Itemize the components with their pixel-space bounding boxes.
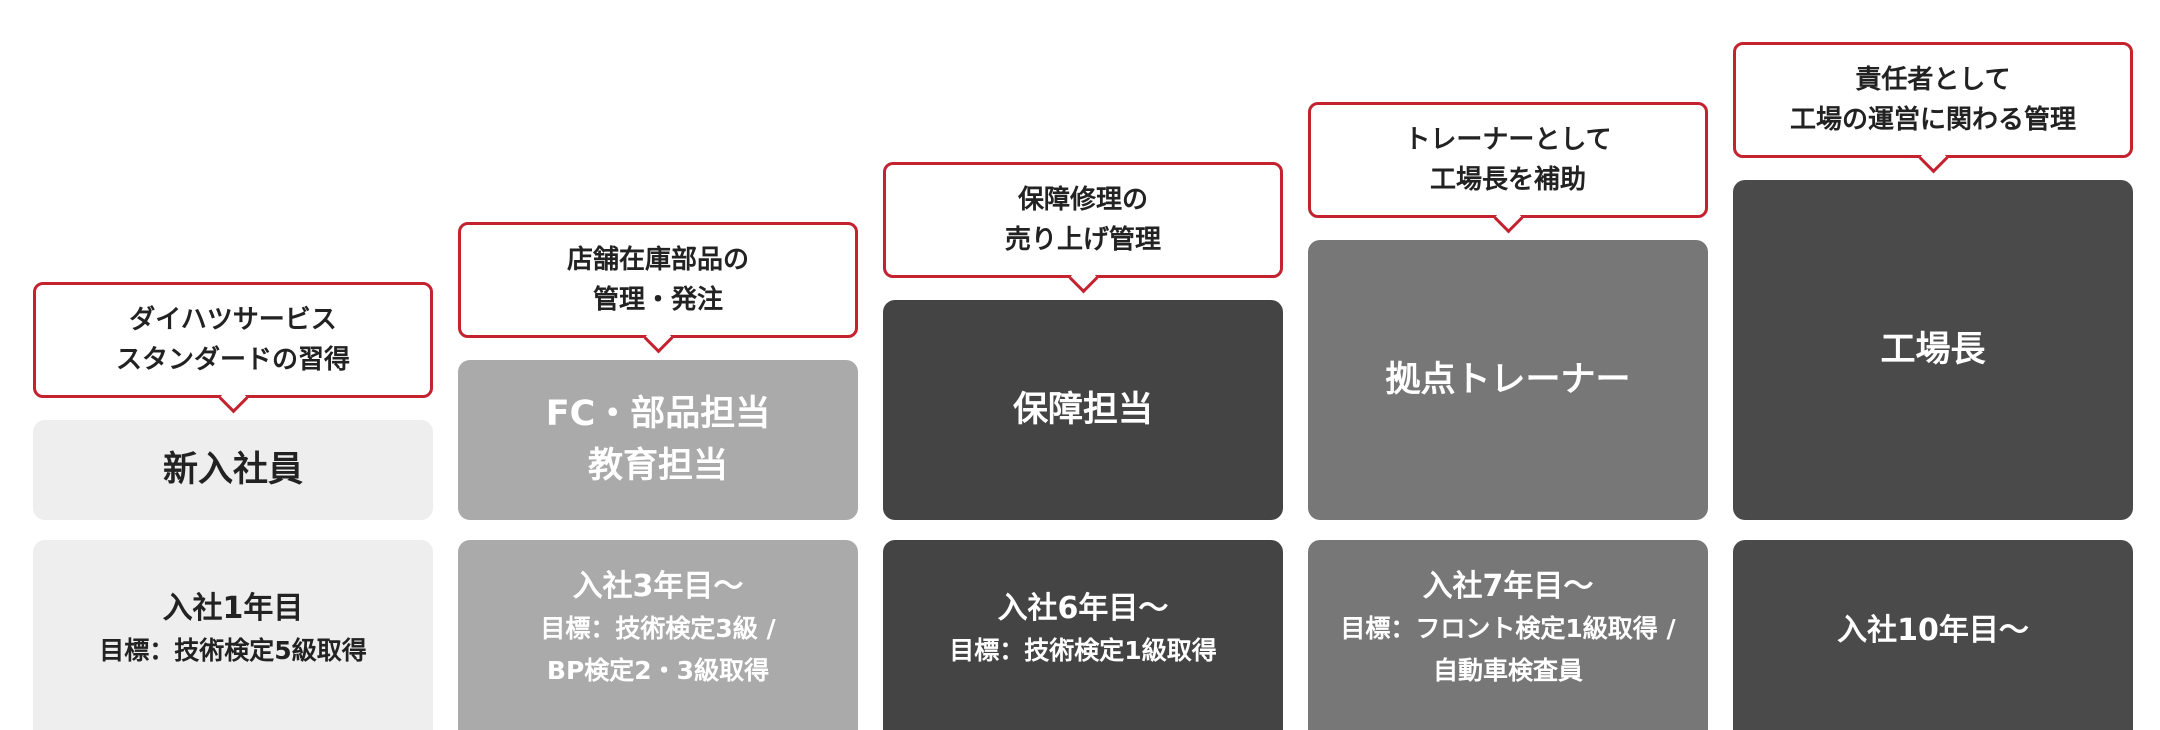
stage-5-description-text: 責任者として 工場の運営に関わる管理 [1789,65,2076,135]
stage-3-goal: 目標：技術検定1級取得 [949,636,1217,665]
stage-5-year: 入社10年目〜 [1837,613,2029,648]
stage-3-role-box: 保障担当 [883,300,1283,520]
stage-3-year: 入社6年目〜 [997,591,1169,626]
stage-2-goal: 目標：技術検定3級 / BP検定2・3級取得 [540,614,776,685]
stage-1-description-bubble: ダイハツサービス スタンダードの習得 [33,282,433,398]
stage-1-role-box: 新入社員 [33,420,433,520]
stage-1-goal: 目標：技術検定5級取得 [99,636,367,665]
stage-5-role-title: 工場長 [1880,330,1986,370]
stage-4-description-bubble: トレーナーとして 工場長を補助 [1308,102,1708,218]
stage-2-info-box: 入社3年目〜 目標：技術検定3級 / BP検定2・3級取得 [458,540,858,730]
stage-3-description-text: 保障修理の 売り上げ管理 [1004,185,1161,255]
stage-4-year: 入社7年目〜 [1422,569,1594,604]
stage-2-description-text: 店舗在庫部品の 管理・発注 [566,245,749,315]
stage-3-description-bubble: 保障修理の 売り上げ管理 [883,162,1283,278]
stage-2-description-bubble: 店舗在庫部品の 管理・発注 [458,222,858,338]
stage-1-role-title: 新入社員 [162,450,303,490]
stage-1-year: 入社1年目 [162,591,304,626]
stage-5-info-box: 入社10年目〜 [1733,540,2133,730]
stage-1-info-box: 入社1年目 目標：技術検定5級取得 [33,540,433,730]
stage-2-year: 入社3年目〜 [572,569,744,604]
stage-4-info-box: 入社7年目〜 目標：フロント検定1級取得 / 自動車検査員 [1308,540,1708,730]
stage-1-description-text: ダイハツサービス スタンダードの習得 [115,305,350,375]
stage-3-info-box: 入社6年目〜 目標：技術検定1級取得 [883,540,1283,730]
stage-5-role-box: 工場長 [1733,180,2133,520]
stage-4-role-box: 拠点トレーナー [1308,240,1708,520]
stage-4-goal: 目標：フロント検定1級取得 / 自動車検査員 [1340,614,1676,685]
stage-2-role-box: FC・部品担当 教育担当 [458,360,858,520]
stage-2-role-title: FC・部品担当 教育担当 [545,394,771,486]
stage-3-role-title: 保障担当 [1012,390,1153,430]
stage-5-description-bubble: 責任者として 工場の運営に関わる管理 [1733,42,2133,158]
stage-4-description-text: トレーナーとして 工場長を補助 [1404,125,1612,195]
stage-4-role-title: 拠点トレーナー [1385,360,1631,400]
